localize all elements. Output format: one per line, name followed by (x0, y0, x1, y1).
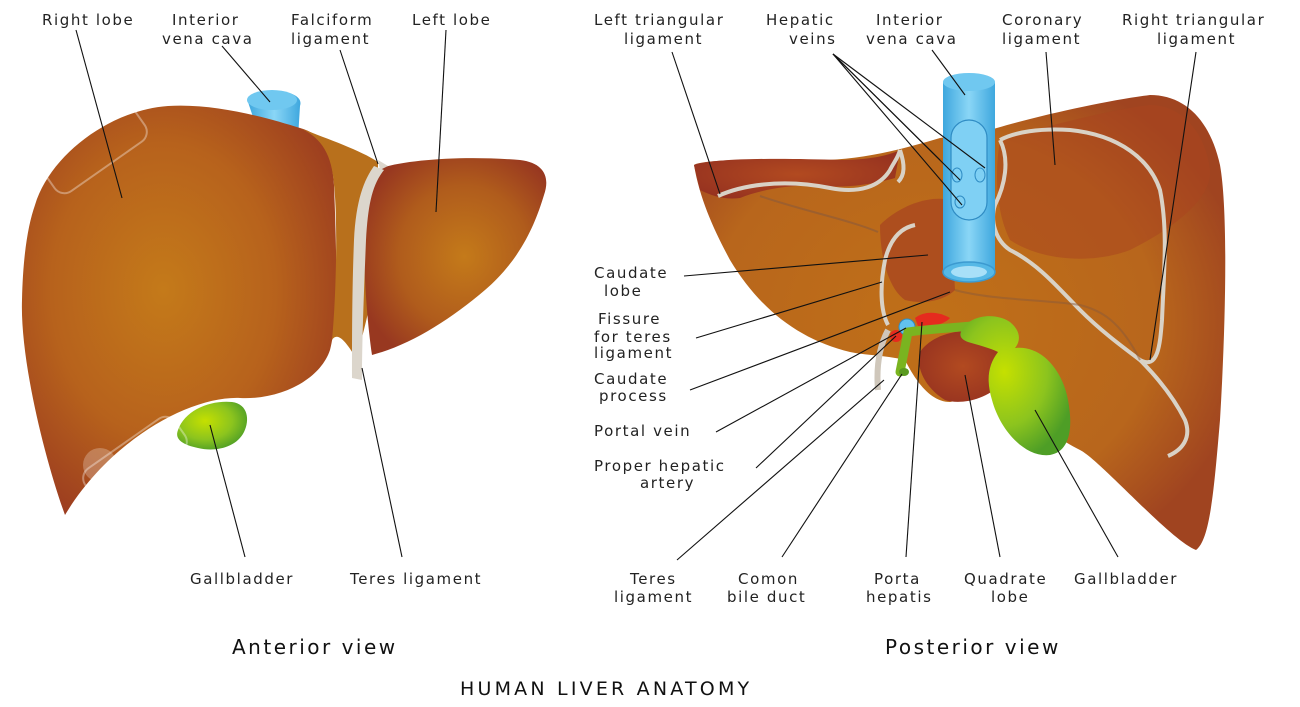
label-right-triangular-2: ligament (1157, 30, 1236, 48)
label-falciform-2: ligament (291, 30, 370, 48)
label-falciform-1: Falciform (291, 11, 373, 29)
anterior-liver (21, 90, 547, 515)
label-right-triangular-1: Right triangular (1122, 11, 1265, 29)
posterior-ivc-shape (942, 73, 996, 283)
posterior-liver (694, 73, 1226, 550)
label-coronary-2: ligament (1002, 30, 1081, 48)
label-ivc-posterior-2: vena cava (866, 30, 957, 48)
posterior-labels: Left triangular ligament Hepatic veins I… (594, 11, 1265, 659)
label-hepatic-veins-1: Hepatic (766, 11, 835, 29)
label-right-lobe: Right lobe (42, 11, 134, 29)
label-caudate-lobe-2: lobe (604, 282, 643, 300)
label-left-triangular-1: Left triangular (594, 11, 724, 29)
label-porta-hepatis-1: Porta (874, 570, 921, 588)
label-proper-hepatic-1: Proper hepatic (594, 457, 726, 475)
posterior-view-label: Posterior view (885, 635, 1061, 659)
posterior-hepatic-artery-shape (915, 312, 950, 327)
label-hepatic-veins-2: veins (789, 30, 837, 48)
leader-lines (75, 29, 1197, 561)
label-fissure-1: Fissure (598, 310, 661, 328)
posterior-right-lobe-dark (997, 105, 1211, 259)
posterior-fissure-teres (879, 223, 916, 326)
anterior-labels: Right lobe Interior vena cava Falciform … (42, 11, 491, 659)
label-portal-vein: Portal vein (594, 422, 691, 440)
label-ivc-posterior-1: Interior (876, 11, 944, 29)
label-coronary-1: Coronary (1002, 11, 1083, 29)
label-ivc-anterior-2: vena cava (162, 30, 253, 48)
posterior-left-triangular-ligament (717, 149, 902, 198)
anterior-left-lobe-shape (364, 158, 547, 355)
label-teres-posterior-2: ligament (614, 588, 693, 606)
anterior-falciform-ligament (352, 166, 384, 380)
label-fissure-2: for teres (594, 328, 672, 346)
label-teres-posterior-1: Teres (629, 570, 677, 588)
label-left-lobe: Left lobe (412, 11, 491, 29)
label-caudate-process-1: Caudate (594, 370, 668, 388)
label-teres-anterior: Teres ligament (349, 570, 482, 588)
posterior-gallbladder-shape (960, 316, 1071, 456)
anterior-right-lobe-shape (21, 105, 337, 515)
label-ivc-anterior-1: Interior (172, 11, 240, 29)
label-bile-duct-1: Comon (738, 570, 799, 588)
anterior-gallbladder-shape (177, 401, 248, 450)
label-gallbladder-posterior: Gallbladder (1074, 570, 1178, 588)
label-proper-hepatic-2: artery (640, 474, 695, 492)
label-quadrate-lobe-1: Quadrate (964, 570, 1047, 588)
label-left-triangular-2: ligament (624, 30, 703, 48)
label-fissure-3: ligament (594, 344, 673, 362)
watermark-logos (42, 45, 1258, 505)
diagram-title: HUMAN LIVER ANATOMY (460, 678, 752, 700)
label-bile-duct-2: bile duct (727, 588, 806, 606)
label-caudate-process-2: process (599, 387, 668, 405)
posterior-caudate-lobe (880, 198, 955, 302)
label-caudate-lobe-1: Caudate (594, 264, 668, 282)
posterior-quadrate-lobe (918, 330, 1007, 402)
label-gallbladder-anterior: Gallbladder (190, 570, 294, 588)
label-porta-hepatis-2: hepatis (866, 588, 933, 606)
anterior-view-label: Anterior view (232, 635, 398, 659)
label-quadrate-lobe-2: lobe (991, 588, 1030, 606)
